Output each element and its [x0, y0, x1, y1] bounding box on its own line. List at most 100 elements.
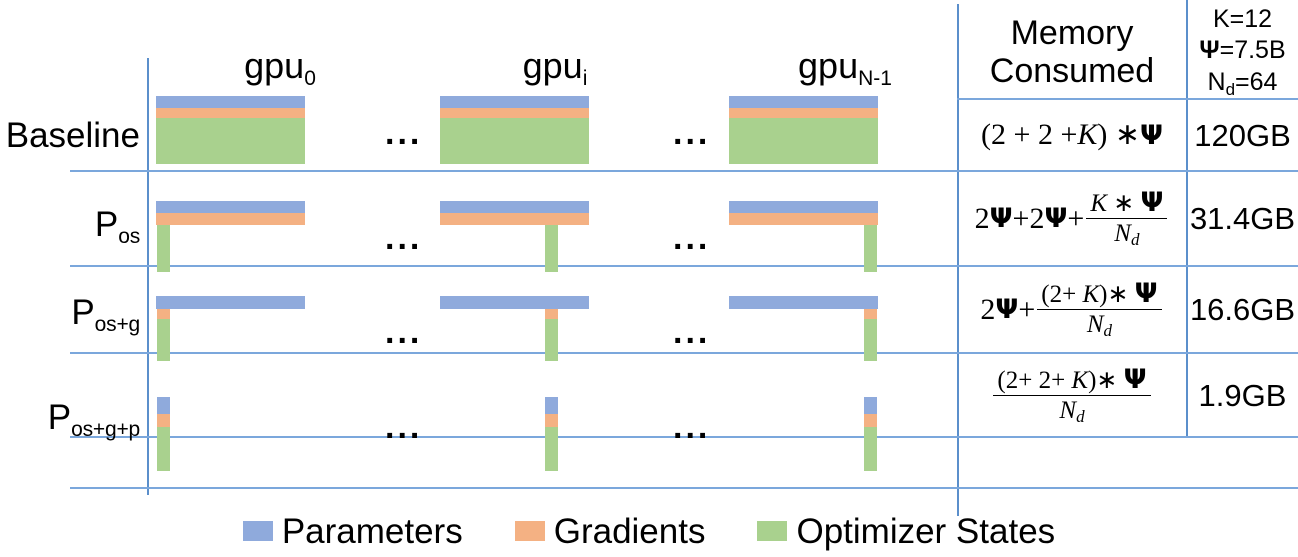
grid-vline-mid: [957, 4, 959, 516]
bar-baseline-gpu0-parameters: [156, 96, 305, 108]
bar-pos-gpun1-parameters: [729, 201, 878, 213]
grid-vline-right: [1186, 0, 1188, 436]
ellipsis-pos-1: ...: [385, 219, 423, 257]
formula-baseline-lead: (2 + 2 +: [981, 118, 1078, 151]
gpu-header-i-name: gpu: [522, 45, 583, 86]
formula-pos-plus-a: +: [1012, 201, 1030, 235]
row-label-p-os-g-p-text: P: [47, 398, 72, 437]
gpu-header-0-sub: 0: [304, 67, 316, 90]
bar-posg-gpu0-optimizer: [157, 319, 170, 361]
formula-posgp-denominator: Nd: [993, 394, 1151, 426]
formula-pos-plus-b: +: [1067, 201, 1085, 235]
value-p-os-g-p-text: 1.9GB: [1198, 377, 1287, 413]
bar-pos-gpu0-gradients: [156, 213, 305, 225]
formula-posg-num-psi: Ψ: [1134, 278, 1158, 309]
constant-k-name: K: [1212, 5, 1230, 34]
bar-posgp-gpu0-parameters: [157, 397, 170, 414]
formula-pos-psi-a: Ψ: [989, 203, 1013, 234]
formula-pos-psi-b: Ψ: [1044, 203, 1068, 234]
bar-baseline-gpun1-optimizer: [729, 118, 878, 164]
constant-psi-eq: =7.5B: [1219, 36, 1286, 65]
formula-posg-lead: 2: [980, 292, 996, 326]
bar-pos-gpu0-optimizer: [157, 225, 170, 272]
formula-posgp-den-sub: d: [1076, 406, 1085, 426]
bar-posg-gpui-parameters: [440, 296, 589, 309]
formula-posg-num-open: (2+: [1041, 281, 1083, 308]
bar-baseline-gpui-parameters: [440, 96, 589, 108]
bar-posg-gpun1-optimizer: [864, 319, 877, 361]
formula-posg-num-close: )∗: [1099, 281, 1135, 308]
ellipsis-pos-2: ...: [673, 219, 711, 257]
bar-posgp-gpun1-gradients: [864, 414, 877, 427]
bar-posgp-gpun1-parameters: [864, 397, 877, 414]
bar-pos-gpun1-optimizer: [864, 225, 877, 272]
bar-baseline-gpui-optimizer: [440, 118, 589, 164]
grid-hline-4: [70, 436, 1298, 438]
formula-posgp-num-open: (2+ 2+: [997, 366, 1072, 394]
bar-posg-gpui-optimizer: [545, 319, 558, 361]
formula-pos-den-n: N: [1114, 220, 1131, 247]
constant-nd-name: N: [1207, 67, 1226, 96]
grid-hline-3: [70, 352, 1298, 354]
formula-baseline-psi: Ψ: [1140, 119, 1163, 151]
bar-baseline-gpu0-optimizer: [156, 118, 305, 164]
value-p-os-g: 16.6GB: [1187, 267, 1298, 352]
gpu-header-i: gpui: [455, 45, 655, 90]
value-p-os-g-text: 16.6GB: [1189, 292, 1296, 327]
legend: Parameters Gradients Optimizer States: [0, 505, 1298, 557]
bar-baseline-gpun1-parameters: [729, 96, 878, 108]
ellipsis-baseline-1: ...: [385, 114, 423, 152]
legend-item-gradients: Gradients: [514, 511, 706, 551]
formula-posg-plus: +: [1018, 292, 1036, 326]
bar-posg-gpu0-parameters: [156, 296, 305, 309]
ellipsis-posgp-1: ...: [385, 408, 423, 446]
value-p-os-g-p: 1.9GB: [1187, 354, 1298, 436]
ellipsis-posg-1: ...: [385, 313, 423, 351]
row-label-p-os: Pos: [0, 205, 146, 247]
bar-posg-gpun1-parameters: [729, 296, 878, 309]
formula-pos-num-mid: ∗: [1107, 190, 1141, 217]
ellipsis-baseline-2: ...: [673, 114, 711, 152]
bar-posg-gpu0-gradients: [157, 309, 170, 319]
formula-posg-psi-a: Ψ: [995, 294, 1019, 325]
formula-posgp-numerator: (2+ 2+ K)∗ Ψ: [993, 366, 1150, 395]
formula-posgp-num-k: K: [1071, 366, 1089, 394]
row-label-p-os-g-text: P: [71, 293, 95, 332]
gpu-header-0: gpu0: [180, 45, 380, 90]
formula-pos-numerator: K ∗ Ψ: [1086, 189, 1167, 218]
bar-posg-gpui-gradients: [545, 309, 558, 319]
gpu-header-n1-sub: N-1: [858, 67, 892, 90]
legend-label-gradients: Gradients: [553, 511, 706, 551]
row-label-p-os-text: P: [94, 205, 119, 244]
orange-swatch-icon: [514, 521, 545, 541]
gpu-header-0-name: gpu: [244, 45, 305, 86]
formula-posg-numerator: (2+ K)∗ Ψ: [1037, 280, 1161, 309]
gpu-header-i-sub: i: [582, 67, 588, 90]
constant-nd-sub: d: [1225, 79, 1236, 99]
bar-pos-gpu0-parameters: [156, 201, 305, 213]
bar-baseline-gpu0-gradients: [156, 108, 305, 118]
constant-nd: Nd=64: [1207, 67, 1278, 99]
formula-pos-lead-a: 2: [974, 201, 990, 235]
formula-pos-lead-b: 2: [1029, 201, 1045, 235]
formula-posgp-num-psi: Ψ: [1123, 363, 1147, 395]
memory-header-line1: Memory: [1010, 13, 1134, 52]
blue-swatch-icon: [242, 521, 273, 541]
bar-posgp-gpui-optimizer: [545, 427, 558, 471]
formula-pos-denominator: Nd: [1086, 218, 1168, 248]
formula-posg-denominator: Nd: [1037, 309, 1162, 339]
formula-baseline: (2 + 2 + K) ∗ Ψ: [958, 100, 1186, 170]
formula-baseline-k: K: [1077, 118, 1098, 151]
constant-psi-name: Ψ: [1199, 36, 1220, 65]
constant-nd-eq: =64: [1235, 67, 1278, 96]
bar-posgp-gpu0-gradients: [157, 414, 170, 427]
bar-baseline-gpui-gradients: [440, 108, 589, 118]
legend-label-optimizer-states: Optimizer States: [796, 511, 1056, 551]
memory-header-line2: Consumed: [989, 52, 1155, 90]
grid-vline-left: [147, 58, 149, 495]
row-label-p-os-g-p: Pos+g+p: [0, 398, 146, 440]
